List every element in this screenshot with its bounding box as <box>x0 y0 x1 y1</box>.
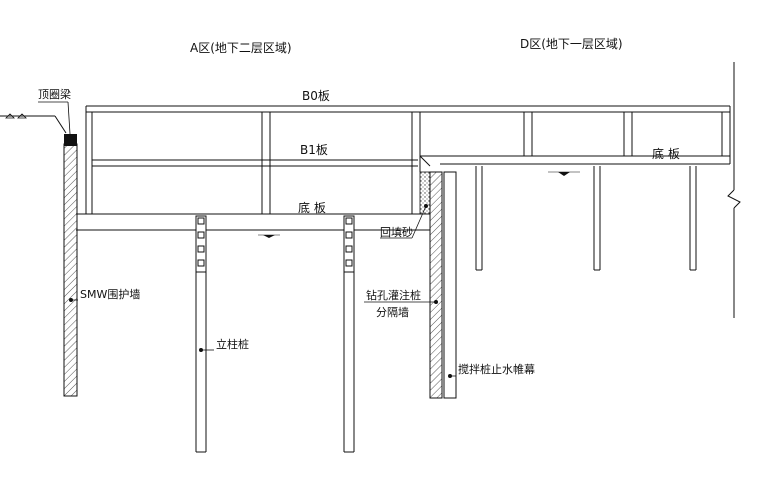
label-crown-beam: 顶圈梁 <box>38 87 71 101</box>
label-bored-pile: 钻孔灌注桩 <box>366 288 421 302</box>
leader-crown-beam-v <box>67 101 71 135</box>
ground-level-left <box>0 113 67 134</box>
label-backfill-sand: 回填砂 <box>380 225 413 239</box>
slab-base-a-label: 底 板 <box>298 200 326 215</box>
column-pile-1 <box>195 215 207 453</box>
smw-wall <box>63 143 78 397</box>
slab-b0-label: B0板 <box>302 89 330 103</box>
column-pile-2 <box>343 215 355 453</box>
bored-pile-wall <box>429 171 443 399</box>
backfill-sand <box>419 171 431 215</box>
water-level-mark-d <box>548 171 580 176</box>
mixing-pile-curtain <box>443 171 457 399</box>
zone-d-title: D区(地下一层区域) <box>520 37 623 51</box>
slab-base-d-label: 底 板 <box>652 146 680 161</box>
water-level-mark-a <box>258 234 280 238</box>
structure-frame-a <box>76 105 730 231</box>
label-smw-wall: SMW围护墙 <box>80 287 140 301</box>
slab-b1-label: B1板 <box>300 143 328 157</box>
label-mixing-pile: 搅拌桩止水帷幕 <box>458 362 535 376</box>
zone-a-title: A区(地下二层区域) <box>190 41 292 55</box>
label-partition-wall: 分隔墙 <box>376 305 409 319</box>
structure-frame-d <box>419 106 731 271</box>
label-column-pile: 立柱桩 <box>216 337 249 351</box>
boundary-right <box>727 62 741 318</box>
crown-beam <box>64 134 77 146</box>
